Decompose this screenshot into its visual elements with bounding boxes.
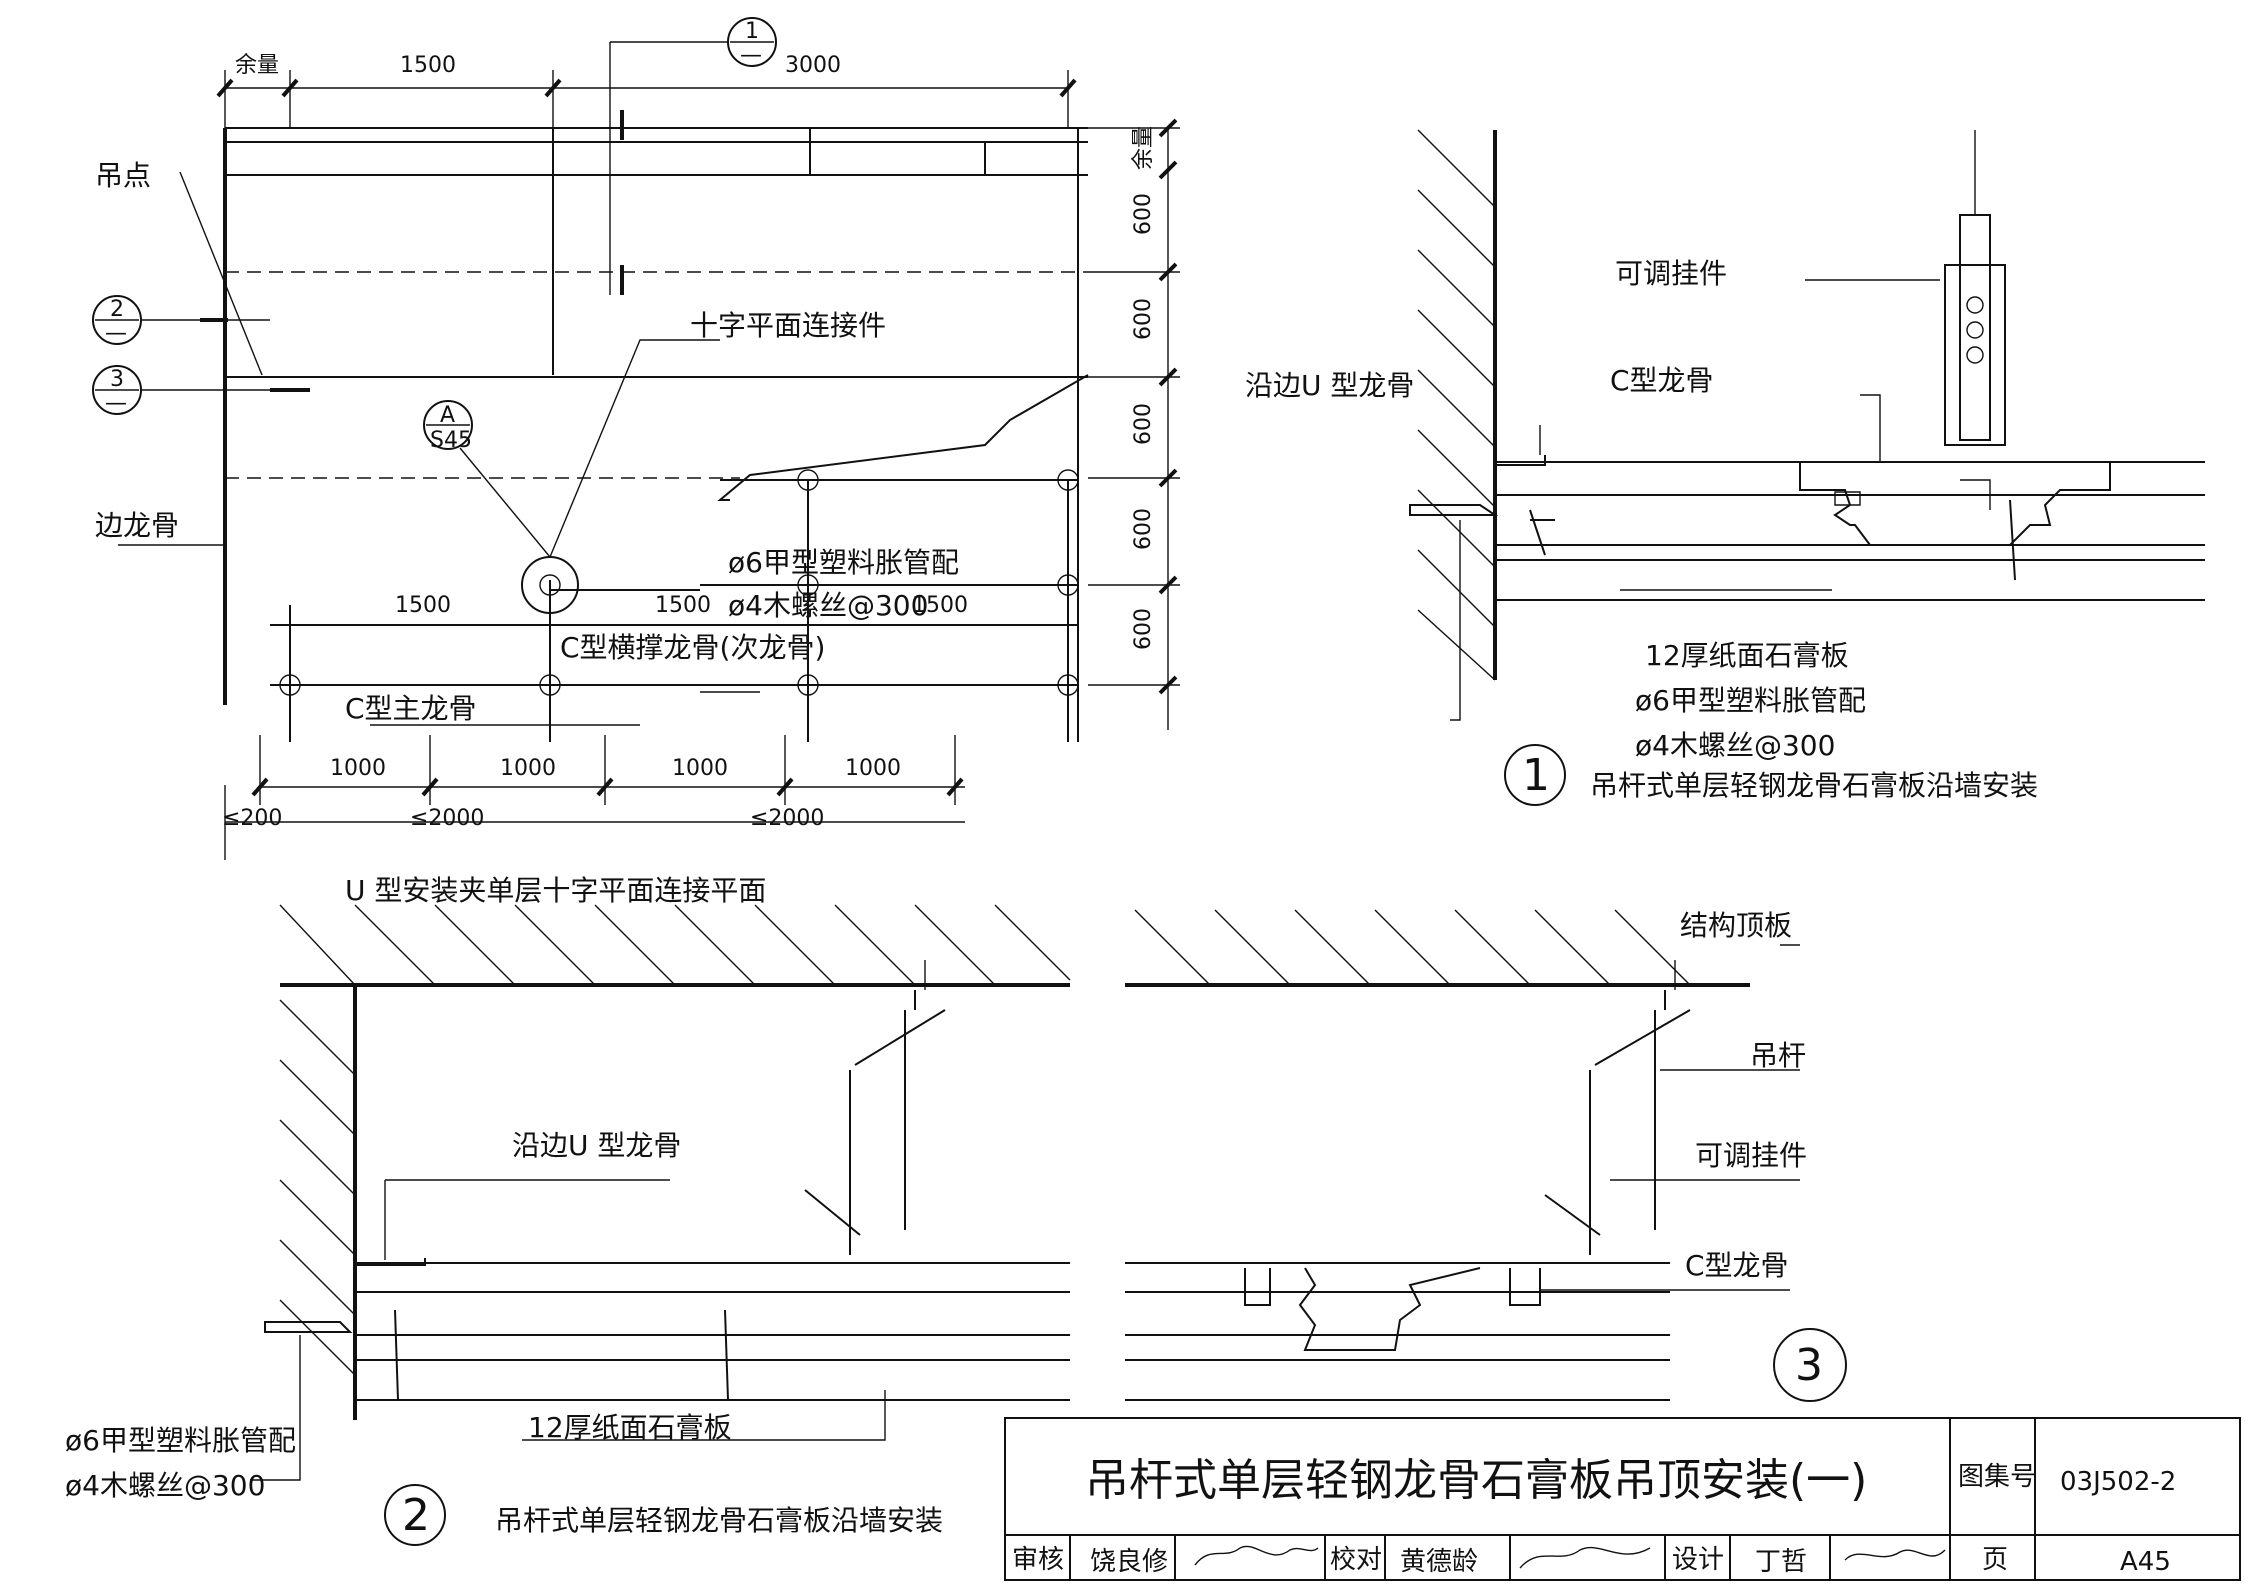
detail2-label-edge-u-keel: 沿边U 型龙骨 [512,1129,681,1162]
plan-section-mark-1-top: 1 [745,19,759,44]
detail3-label-c-keel: C型龙骨 [1685,1249,1789,1282]
plan-section-mark-2-bottom: — [105,321,127,346]
detail1-label-gypsum: 12厚纸面石膏板 [1645,639,1849,672]
titleblock-designer: 丁哲 [1755,1547,1807,1577]
designer-signature-icon [1844,1549,1946,1561]
plan-dim-right-600-2: 600 [1131,298,1156,340]
plan-dim-bottom-1000-4: 1000 [845,756,901,781]
titleblock-design-label: 设计 [1672,1545,1724,1575]
plan-label-anchor: ø6甲型塑料胀管配 [728,546,959,579]
titleblock-review-label: 审核 [1012,1545,1064,1575]
plan-ref-detail-top: A [440,403,455,428]
plan-dim-bottom-le2000-2: ≤2000 [750,806,824,831]
detail1-label-edge-u-keel: 沿边U 型龙骨 [1245,369,1414,402]
detail1-drawing [1409,129,2205,806]
detail2-title: 吊杆式单层轻钢龙骨石膏板沿墙安装 [495,1504,943,1537]
detail2-label-anchor: ø6甲型塑料胀管配 [65,1424,296,1457]
reviewer-signature-icon [1194,1545,1319,1566]
detail1-title: 吊杆式单层轻钢龙骨石膏板沿墙安装 [1590,769,2038,802]
titleblock-page-no: A45 [2120,1547,2171,1577]
plan-dim-margin: 余量 [235,53,279,78]
plan-inner-dim-right: 1500 [912,593,968,618]
titleblock-atlas-no: 03J502-2 [2060,1467,2176,1497]
plan-dim-right-600-3: 600 [1131,403,1156,445]
titleblock-frame [1004,1417,2241,1581]
plan-ref-detail-bottom: S45 [430,428,472,453]
detail1-label-c-keel: C型龙骨 [1610,364,1714,397]
plan-label-cross-connector: 十字平面连接件 [690,309,886,342]
detail1-label-anchor: ø6甲型塑料胀管配 [1635,684,1866,717]
titleblock-atlas-label: 图集号 [1958,1462,2036,1492]
plan-section-mark-1-bottom: — [740,43,762,68]
detail2-number: 2 [402,1490,430,1541]
plan-view [92,17,1180,860]
titleblock-check-label: 校对 [1330,1545,1382,1575]
titleblock-main-title: 吊杆式单层轻钢龙骨石膏板吊顶安装(一) [1085,1455,1867,1506]
plan-inner-dim-left: 1500 [395,593,451,618]
plan-dim-bottom-le200: ≤200 [222,806,282,831]
detail2-drawing [250,904,1071,1546]
titleblock-reviewer: 饶良修 [1090,1547,1168,1577]
detail3-label-rod: 吊杆 [1750,1039,1806,1072]
detail3-label-adjustable-hanger: 可调挂件 [1695,1139,1807,1172]
plan-inner-dim-mid: 1500 [655,593,711,618]
plan-dim-right-600-4: 600 [1131,508,1156,550]
plan-label-screw: ø4木螺丝@300 [728,589,928,622]
detail3-drawing [1125,909,1847,1402]
detail3-label-slab: 结构顶板 [1680,909,1792,942]
plan-label-hanging-point: 吊点 [95,159,151,192]
detail1-label-screw: ø4木螺丝@300 [1635,729,1835,762]
plan-dim-3000: 3000 [785,53,841,78]
plan-label-c-cross-keel: C型横撑龙骨(次龙骨) [560,631,825,664]
detail3-number: 3 [1795,1340,1823,1391]
detail2-label-gypsum: 12厚纸面石膏板 [528,1411,732,1444]
plan-dim-bottom-le2000-1: ≤2000 [410,806,484,831]
plan-dim-right-600-1: 600 [1131,193,1156,235]
plan-dim-bottom-1000-2: 1000 [500,756,556,781]
plan-section-mark-2-top: 2 [110,297,124,322]
plan-label-c-main-keel: C型主龙骨 [345,692,477,725]
plan-dim-bottom-1000-1: 1000 [330,756,386,781]
plan-dim-bottom-1000-3: 1000 [672,756,728,781]
plan-section-mark-3-bottom: — [105,391,127,416]
plan-label-edge-keel: 边龙骨 [95,509,179,542]
plan-dim-right-600-5: 600 [1131,608,1156,650]
plan-dim-right-margin: 余量 [1131,126,1156,170]
checker-signature-icon [1519,1546,1651,1569]
plan-title: U 型安装夹单层十字平面连接平面 [345,874,766,907]
titleblock-checker: 黄德龄 [1400,1547,1478,1577]
plan-dim-1500: 1500 [400,53,456,78]
detail1-number: 1 [1522,750,1550,801]
detail2-label-screw: ø4木螺丝@300 [65,1469,265,1502]
plan-section-mark-3-top: 3 [110,367,124,392]
detail1-label-adjustable-hanger: 可调挂件 [1615,257,1727,290]
titleblock-page-label: 页 [1982,1545,2008,1575]
